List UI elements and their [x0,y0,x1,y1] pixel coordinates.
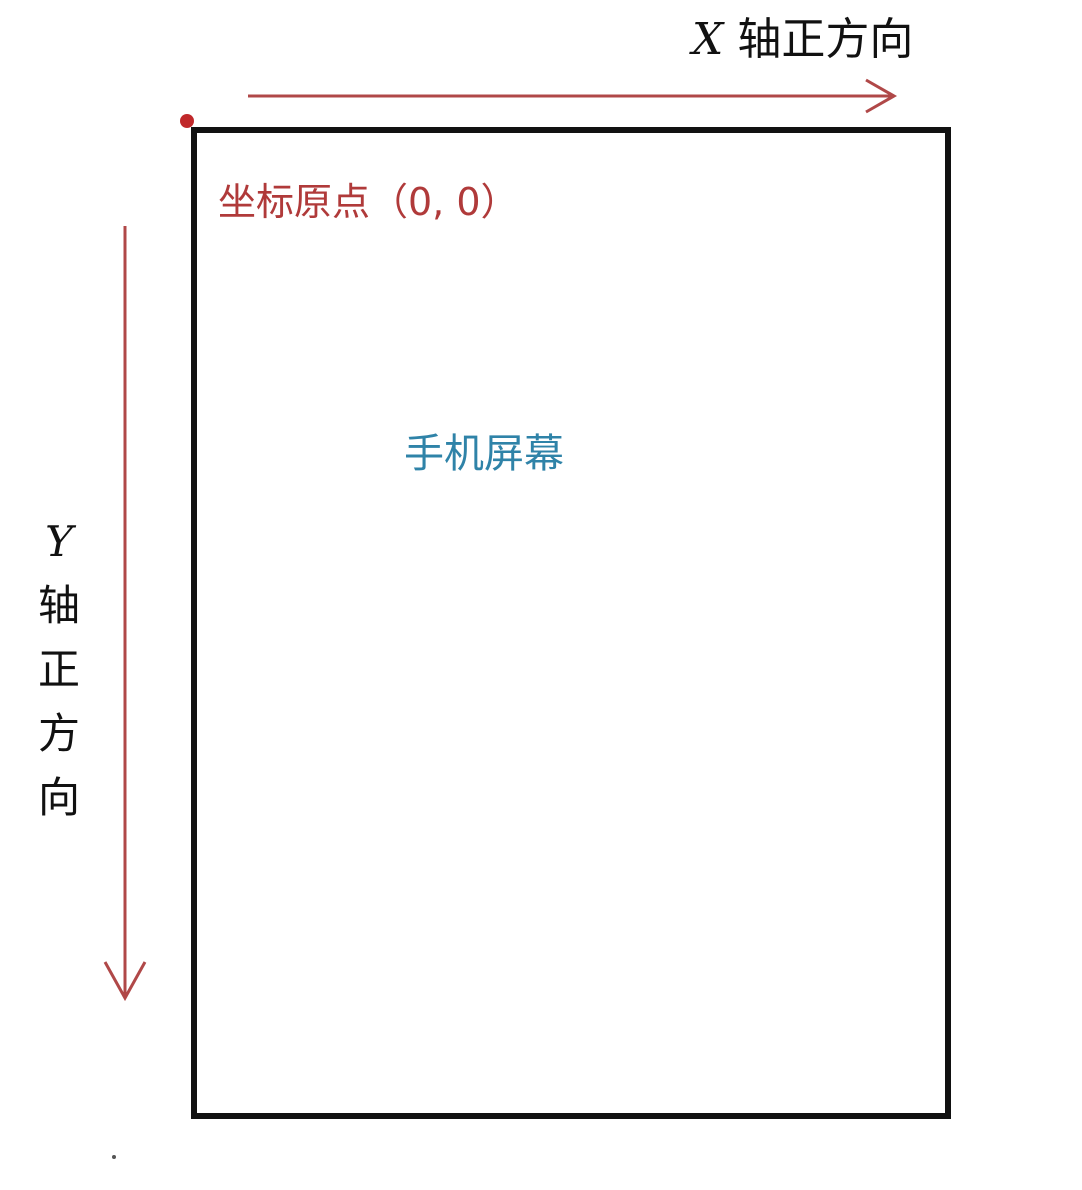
screen-label: 手机屏幕 [404,431,564,477]
x-axis-text: 轴正方向 [737,14,914,65]
x-axis-letter: X [692,14,724,65]
y-axis-arrow [103,226,147,1002]
y-axis-label: Y 轴正方向 [34,510,84,830]
x-axis-arrow [248,78,898,114]
origin-dot [180,114,194,128]
y-axis-text: 轴正方向 [37,581,80,822]
phone-screen-frame [191,127,951,1119]
origin-label: 坐标原点（0, 0） [218,180,519,224]
stray-dot [112,1155,116,1159]
y-axis-letter: Y [45,517,73,566]
x-axis-label: X 轴正方向 [692,12,913,68]
